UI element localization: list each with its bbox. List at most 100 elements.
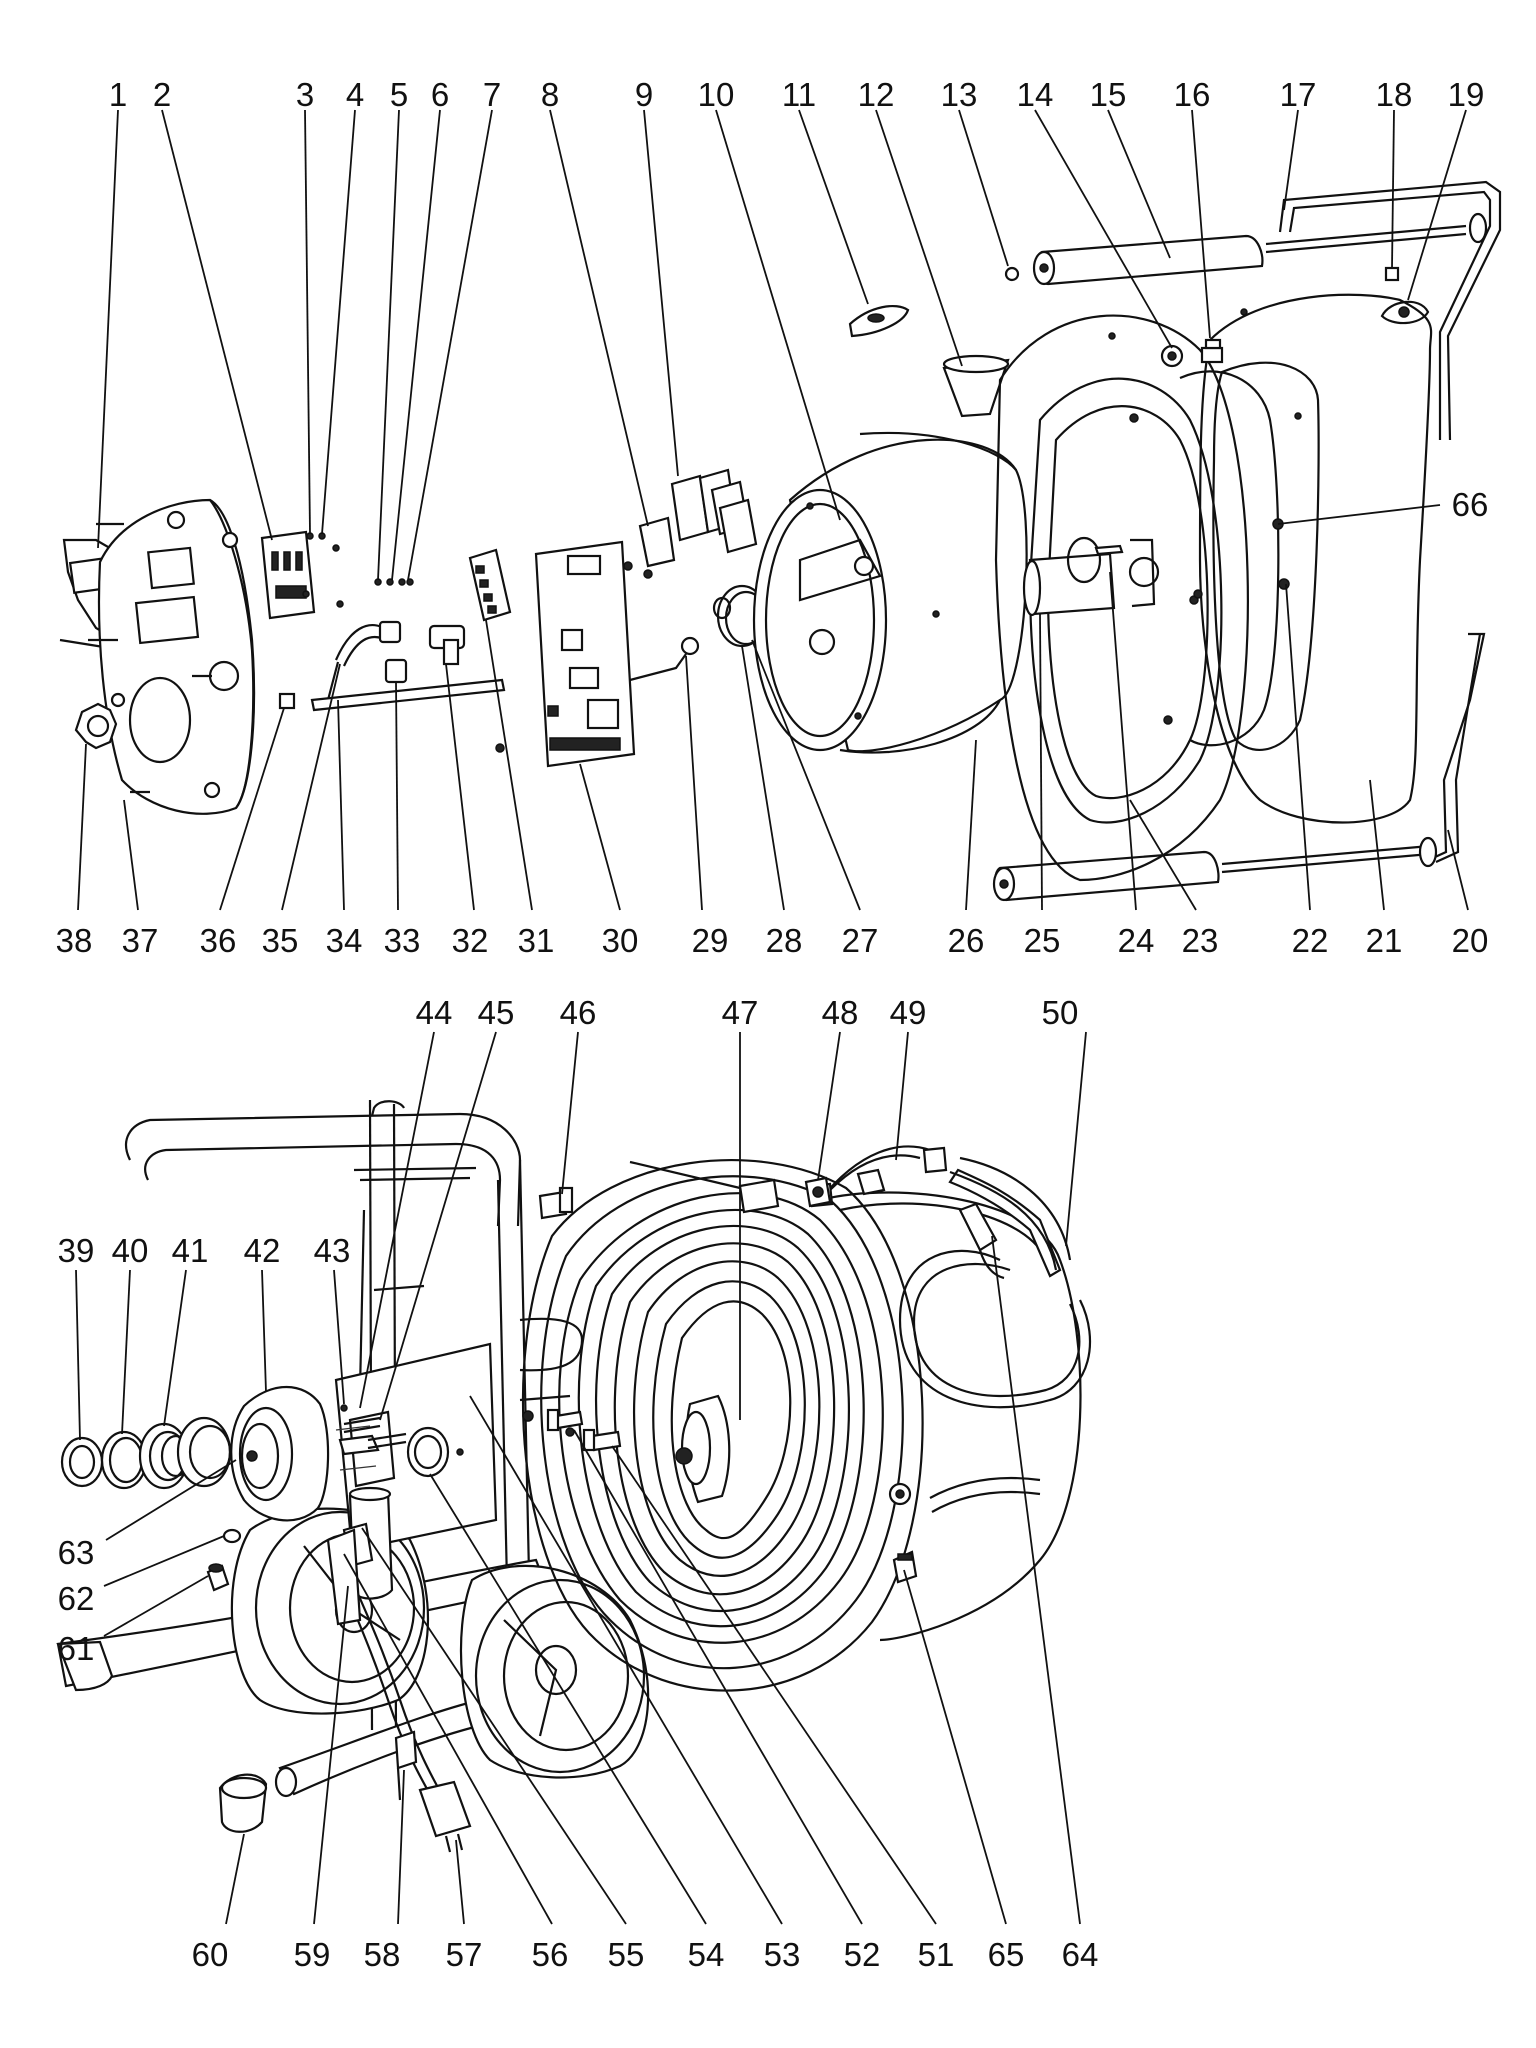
callout-62: 62 [58, 1580, 95, 1617]
part-29-probe [629, 636, 700, 682]
part-coupling-set [60, 1385, 330, 1522]
callout-14: 14 [1017, 76, 1054, 113]
part-8-9-switches [623, 468, 758, 579]
part-31-terminal-strip [468, 548, 512, 622]
callout-49: 49 [890, 994, 927, 1031]
callout-9: 9 [635, 76, 653, 113]
lower-assembled-view [56, 1031, 1092, 1925]
part-11-clip [848, 304, 910, 338]
callout-5: 5 [390, 76, 408, 113]
callout-31: 31 [518, 922, 555, 959]
callout-10: 10 [698, 76, 735, 113]
callout-54: 54 [688, 1936, 725, 1973]
callout-59: 59 [294, 1936, 331, 1973]
part-reel-flange [819, 1191, 1082, 1642]
callout-22: 22 [1292, 922, 1329, 959]
callout-25: 25 [1024, 922, 1061, 959]
callout-20: 20 [1452, 922, 1489, 959]
part-32-fitting [428, 624, 466, 666]
callout-labels: 1 2 3 4 5 6 7 8 9 10 11 12 13 14 15 16 1… [56, 76, 1489, 1973]
part-33-35-pipes [310, 620, 506, 712]
callout-30: 30 [602, 922, 639, 959]
callout-23: 23 [1182, 922, 1219, 959]
callout-26: 26 [948, 922, 985, 959]
callout-53: 53 [764, 1936, 801, 1973]
callout-21: 21 [1366, 922, 1403, 959]
part-14-16-bushings [1160, 338, 1224, 368]
callout-33: 33 [384, 922, 421, 959]
callout-18: 18 [1376, 76, 1413, 113]
callout-51: 51 [918, 1936, 955, 1973]
part-2-small-board [260, 530, 316, 620]
callout-19: 19 [1448, 76, 1485, 113]
part-61-62 [206, 1528, 242, 1592]
callout-52: 52 [844, 1936, 881, 1973]
callout-60: 60 [192, 1936, 229, 1973]
callout-42: 42 [244, 1232, 281, 1269]
callout-32: 32 [452, 922, 489, 959]
part-24-25-spindle [1022, 536, 1160, 617]
callout-15: 15 [1090, 76, 1127, 113]
part-15-sleeves [992, 234, 1264, 902]
callout-11: 11 [782, 76, 816, 113]
part-43-45-pins [340, 1404, 407, 1450]
callout-1: 1 [109, 76, 127, 113]
part-36-nut [278, 692, 296, 710]
callout-57: 57 [446, 1936, 483, 1973]
part-38-knob [74, 702, 118, 750]
callout-3: 3 [296, 76, 314, 113]
part-46-48-fittings [538, 1176, 832, 1220]
part-51-53-bolts [522, 1408, 622, 1452]
callout-29: 29 [692, 922, 729, 959]
callout-58: 58 [364, 1936, 401, 1973]
leader-lines-upper [77, 109, 1469, 911]
part-17-handle [1265, 180, 1502, 441]
part-12-cone-foot [942, 354, 1010, 418]
callout-41: 41 [172, 1232, 209, 1269]
part-60-foot-cap [218, 1773, 268, 1833]
part-47-hose-coil [521, 1159, 924, 1692]
small-fasteners [302, 532, 414, 608]
callout-24: 24 [1118, 922, 1155, 959]
part-18-19-clamp [1380, 266, 1430, 325]
callout-34: 34 [326, 922, 363, 959]
callout-35: 35 [262, 922, 299, 959]
callout-8: 8 [541, 76, 559, 113]
callout-16: 16 [1174, 76, 1211, 113]
callout-65: 65 [988, 1936, 1025, 1973]
callout-50: 50 [1042, 994, 1079, 1031]
part-20-lower-handle [1221, 632, 1486, 874]
part-13-washer [1004, 266, 1020, 282]
callout-61: 61 [58, 1630, 95, 1667]
callout-36: 36 [200, 922, 237, 959]
callout-27: 27 [842, 922, 879, 959]
callout-38: 38 [56, 922, 93, 959]
callout-4: 4 [346, 76, 364, 113]
callout-55: 55 [608, 1936, 645, 1973]
callout-46: 46 [560, 994, 597, 1031]
callout-63: 63 [58, 1534, 95, 1571]
hose-end-line [629, 1160, 741, 1190]
callout-37: 37 [122, 922, 159, 959]
part-21-reel [1179, 293, 1433, 824]
callout-13: 13 [941, 76, 978, 113]
callout-6: 6 [431, 76, 449, 113]
callout-2: 2 [153, 76, 171, 113]
callout-48: 48 [822, 994, 859, 1031]
callout-66: 66 [1452, 486, 1489, 523]
callout-64: 64 [1062, 1936, 1099, 1973]
callout-40: 40 [112, 1232, 149, 1269]
leader-lines-lower [75, 1031, 1087, 1925]
part-front-cover [88, 498, 256, 815]
part-hose-fittings [738, 1145, 1092, 1513]
callout-47: 47 [722, 994, 759, 1031]
callout-39: 39 [58, 1232, 95, 1269]
callout-17: 17 [1280, 76, 1317, 113]
part-30-control-board [495, 540, 636, 768]
callout-44: 44 [416, 994, 453, 1031]
upper-exploded-view [59, 109, 1502, 911]
callout-7: 7 [483, 76, 501, 113]
callout-56: 56 [532, 1936, 569, 1973]
callout-12: 12 [858, 76, 895, 113]
